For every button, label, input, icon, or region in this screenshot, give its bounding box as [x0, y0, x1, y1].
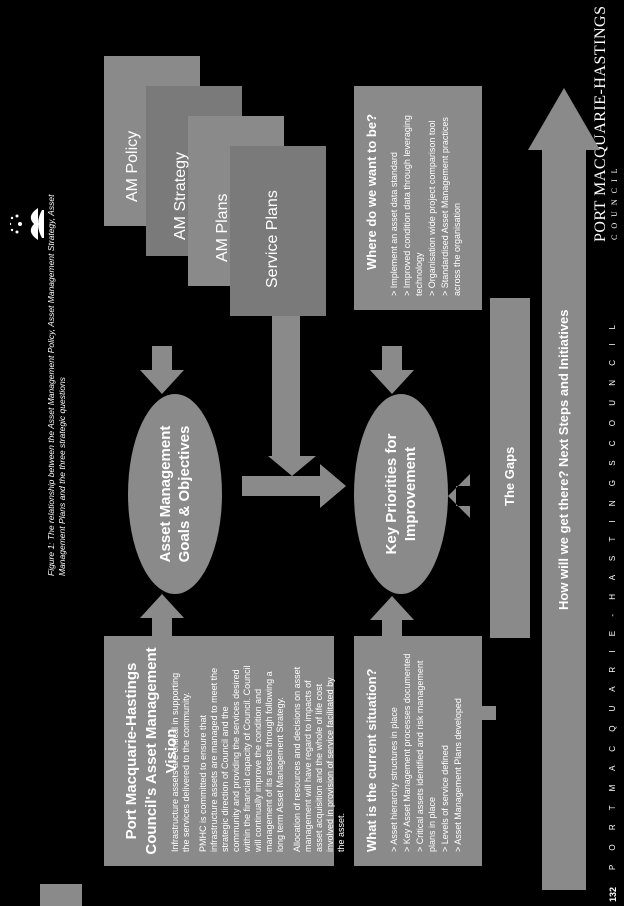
- list-item: Standardised Asset Management practices …: [439, 96, 463, 296]
- footer-text: P O R T M A C Q U A R I E - H A S T I N …: [608, 318, 617, 870]
- gaps-label: The Gaps: [502, 446, 517, 506]
- plan-label-strategy: AM Strategy: [172, 151, 189, 240]
- vision-paragraph: PMHC is committed to ensure that infrast…: [198, 665, 285, 852]
- current-gaps-connector: [478, 706, 496, 720]
- goals-policy-arrow: [140, 346, 184, 394]
- priorities-plans-arrow: [370, 346, 414, 394]
- gaps-cap-left: [490, 638, 530, 644]
- plan-label-service: Service Plans: [264, 190, 281, 288]
- page-number: 132: [608, 886, 618, 902]
- vision-goals-arrow: [140, 594, 184, 644]
- gaps-bar: [490, 292, 530, 644]
- list-item: Organisation wide project comparison too…: [426, 96, 438, 296]
- next-steps-arrow: [528, 88, 600, 890]
- priorities-oval: Key Priorities for Improvement: [354, 394, 448, 594]
- plan-box-service: [230, 146, 326, 316]
- future-box: Where do we want to be? Implement an ass…: [354, 86, 482, 310]
- next-steps-label: How will we get there? Next Steps and In…: [556, 309, 571, 610]
- future-title: Where do we want to be?: [364, 113, 379, 270]
- future-list: Implement an asset data standard Improve…: [388, 96, 464, 296]
- gaps-cap-right: [490, 292, 530, 298]
- page-tab: [40, 884, 82, 906]
- list-item: Levels of service defined: [439, 646, 451, 852]
- current-situation-box: What is the current situation? Asset hie…: [354, 636, 482, 866]
- plan-label-policy: AM Policy: [124, 130, 141, 202]
- current-title: What is the current situation?: [364, 668, 379, 852]
- vision-paragraph: Allocation of resources and decisions on…: [292, 666, 346, 852]
- sun-mountain-logo-icon: [10, 208, 44, 240]
- goals-oval: Asset Management Goals & Objectives: [128, 394, 222, 594]
- vision-box: Port Macquarie-Hastings Council's Asset …: [104, 636, 346, 866]
- list-item: Key Asset Management processes documente…: [401, 646, 413, 852]
- goals-priorities-arrow: [242, 464, 346, 508]
- current-list: Asset hierarchy structures in place Key …: [388, 646, 465, 852]
- current-priorities-arrow: [370, 596, 414, 644]
- vision-body: Infrastructure assets are critical in su…: [170, 664, 353, 852]
- gaps-priorities-arrow: [448, 474, 470, 518]
- list-item: Asset hierarchy structures in place: [388, 646, 400, 852]
- plans-priorities-arrow: [268, 316, 316, 476]
- vision-paragraph: Infrastructure assets are critical in su…: [170, 672, 191, 852]
- list-item: Improved condition data through leveragi…: [401, 96, 425, 296]
- list-item: Critical assets identified and risk mana…: [414, 646, 438, 852]
- plan-label-plans: AM Plans: [214, 193, 231, 262]
- list-item: Implement an asset data standard: [388, 96, 400, 296]
- list-item: Asset Management Plans developed: [452, 646, 464, 852]
